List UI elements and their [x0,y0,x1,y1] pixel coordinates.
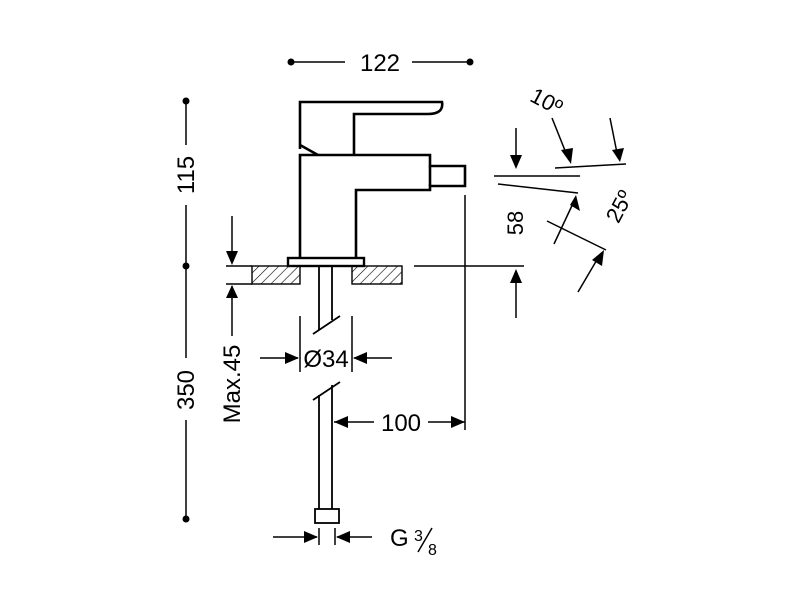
reach-dimension-100: 100 [334,195,466,437]
counter-thickness-dimension: Max.45 [219,216,252,423]
angle-dimension-10: 10º [526,83,627,169]
faucet-body [298,153,467,258]
angle-top-label: 10º [526,83,566,120]
faucet-handle-wedge [299,143,319,157]
spout-to-counter-label: 58 [503,211,528,235]
reach-label: 100 [381,410,421,437]
supply-length-label: 350 [173,370,200,410]
thread-dimension: G 3 8 [273,525,437,559]
faucet-base-flange [286,256,366,268]
angle-right-label: 25º [601,186,638,226]
dimension-dot-right [466,58,474,66]
height-dimension-115: 115 [173,97,200,270]
thread-denominator: 8 [428,542,437,559]
hole-diameter-label: Ø34 [303,346,348,373]
countertop-right [351,265,403,285]
thread-label: G [390,525,409,552]
max-counter-label: Max.45 [219,345,246,424]
width-dimension-122: 122 [287,50,474,77]
countertop [251,265,403,285]
hole-diameter-dimension: Ø34 [260,316,392,373]
faucet-handle [298,100,444,155]
faucet [286,100,467,524]
angle-dimension-25: 25º [497,183,638,293]
length-dimension-350: 350 [173,266,200,523]
countertop-left [251,265,301,285]
width-label: 122 [360,50,400,77]
spout-to-counter-dimension: 58 [414,128,580,318]
thread-numerator: 3 [414,528,423,545]
spout-height-label: 115 [173,156,200,194]
connector-nut [314,508,340,524]
dimension-dot [182,515,190,523]
